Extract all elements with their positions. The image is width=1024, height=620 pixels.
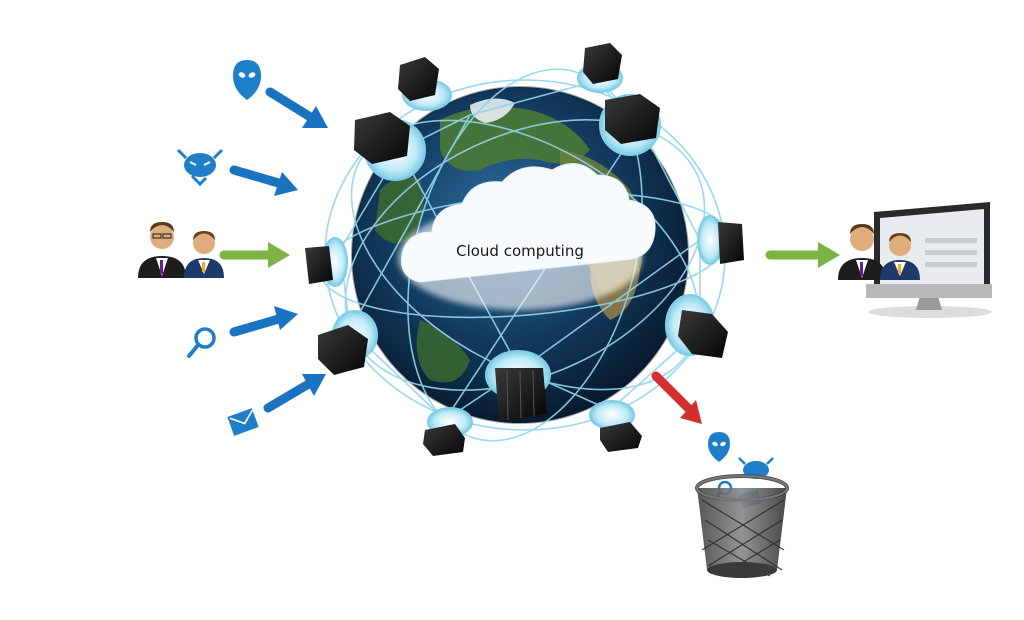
bug-icon [176, 148, 224, 187]
server-nodes [305, 43, 744, 456]
monitor-users-icon [838, 202, 992, 318]
server-node [665, 294, 728, 358]
envelope-icon [227, 408, 259, 436]
server-node [423, 407, 473, 456]
arrow-magnifier [229, 306, 298, 337]
arrow-users [219, 242, 290, 268]
reject-arrow [651, 371, 702, 424]
arrow-bug [229, 165, 298, 196]
server-node [697, 215, 744, 265]
server-node [485, 350, 551, 422]
server-node [577, 43, 623, 93]
server-node [354, 112, 426, 181]
server-node [318, 310, 378, 375]
server-node [599, 94, 661, 156]
arrow-alien [265, 87, 328, 128]
server-node [398, 57, 452, 111]
center-label: Cloud computing [456, 242, 584, 260]
server-node [589, 400, 642, 452]
input-arrows [219, 87, 328, 413]
users-icon [138, 222, 224, 278]
magnifier-icon [187, 327, 216, 358]
alien-icon [708, 432, 730, 462]
alien-icon [233, 60, 261, 100]
output-arrow [765, 242, 840, 268]
trash-bin-icon [695, 432, 789, 578]
cloud-shape [398, 163, 656, 310]
server-node [305, 237, 348, 287]
arrow-envelope [263, 374, 326, 413]
